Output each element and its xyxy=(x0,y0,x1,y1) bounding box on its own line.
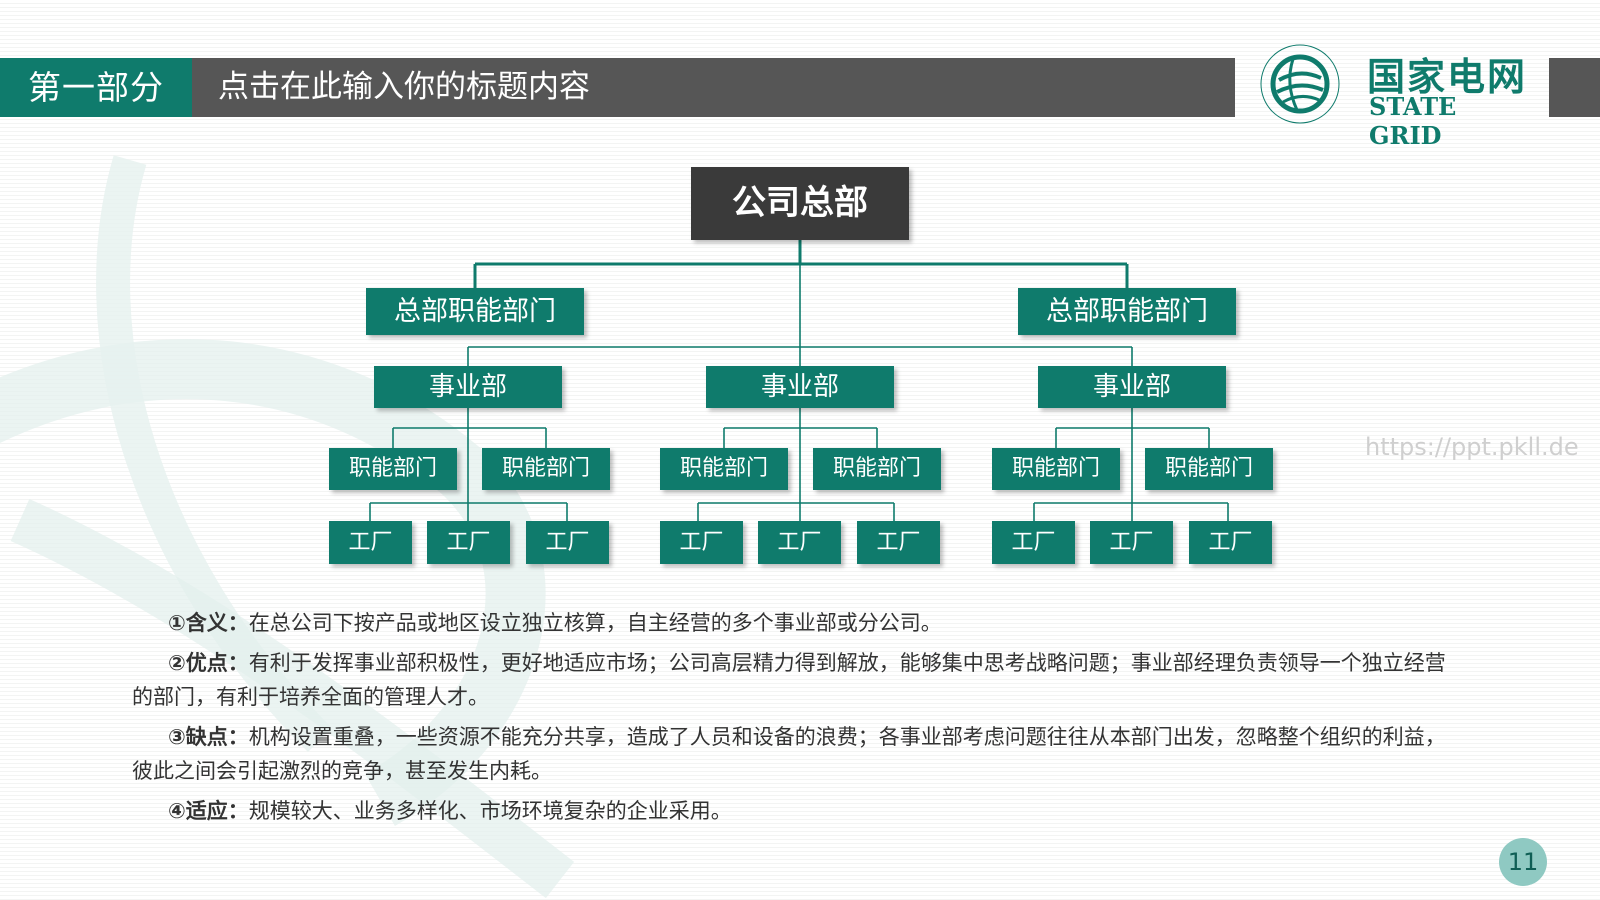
point-disadvantages: ③缺点：机构设置重叠，一些资源不能充分共享，造成了人员和设备的浪费；各事业部考虑… xyxy=(132,720,1462,788)
org-box-division[interactable]: 事业部 xyxy=(374,366,562,408)
org-box-function[interactable]: 职能部门 xyxy=(813,448,941,490)
org-box-factory[interactable]: 工厂 xyxy=(992,521,1075,564)
org-box-function[interactable]: 职能部门 xyxy=(1145,448,1273,490)
org-box-factory[interactable]: 工厂 xyxy=(758,521,841,564)
org-box-function[interactable]: 职能部门 xyxy=(329,448,457,490)
point-meaning: ①含义：在总公司下按产品或地区设立独立核算，自主经营的多个事业部或分公司。 xyxy=(132,606,1462,640)
point-applicability: ④适应：规模较大、业务多样化、市场环境复杂的企业采用。 xyxy=(132,794,1462,828)
org-box-hq-function[interactable]: 总部职能部门 xyxy=(366,288,584,335)
point-key: ①含义： xyxy=(168,611,249,635)
org-box-function[interactable]: 职能部门 xyxy=(992,448,1120,490)
org-box-factory[interactable]: 工厂 xyxy=(427,521,510,564)
point-key: ④适应： xyxy=(168,799,249,823)
globe-icon xyxy=(1260,44,1340,124)
org-box-factory[interactable]: 工厂 xyxy=(329,521,412,564)
header-tail xyxy=(1549,58,1600,117)
org-box-factory[interactable]: 工厂 xyxy=(1090,521,1173,564)
page-title[interactable]: 点击在此输入你的标题内容 xyxy=(192,58,1235,117)
org-box-factory[interactable]: 工厂 xyxy=(1189,521,1272,564)
point-key: ②优点： xyxy=(168,651,249,675)
point-text: 规模较大、业务多样化、市场环境复杂的企业采用。 xyxy=(248,799,732,823)
org-box-factory[interactable]: 工厂 xyxy=(857,521,940,564)
org-box-division[interactable]: 事业部 xyxy=(1038,366,1226,408)
watermark-url: https://ppt.pkll.de xyxy=(1365,433,1579,461)
point-advantages: ②优点：有利于发挥事业部积极性，更好地适应市场；公司高层精力得到解放，能够集中思… xyxy=(132,646,1462,714)
state-grid-logo: 国家电网 STATE GRID xyxy=(1257,40,1537,150)
page-number-badge: 11 xyxy=(1499,838,1547,886)
section-label: 第一部分 xyxy=(0,58,192,117)
org-box-factory[interactable]: 工厂 xyxy=(526,521,609,564)
logo-text-en: STATE GRID xyxy=(1369,92,1457,150)
org-box-factory[interactable]: 工厂 xyxy=(660,521,743,564)
point-text: 有利于发挥事业部积极性，更好地适应市场；公司高层精力得到解放，能够集中思考战略问… xyxy=(132,651,1446,709)
point-text: 机构设置重叠，一些资源不能充分共享，造成了人员和设备的浪费；各事业部考虑问题往往… xyxy=(132,725,1446,783)
org-box-division[interactable]: 事业部 xyxy=(706,366,894,408)
org-box-function[interactable]: 职能部门 xyxy=(482,448,610,490)
point-text: 在总公司下按产品或地区设立独立核算，自主经营的多个事业部或分公司。 xyxy=(248,611,942,635)
description-block: ①含义：在总公司下按产品或地区设立独立核算，自主经营的多个事业部或分公司。 ②优… xyxy=(132,606,1462,834)
logo-text-cn: 国家电网 xyxy=(1367,55,1528,99)
org-box-hq[interactable]: 公司总部 xyxy=(691,167,909,240)
org-box-function[interactable]: 职能部门 xyxy=(660,448,788,490)
point-key: ③缺点： xyxy=(168,725,249,749)
org-box-hq-function[interactable]: 总部职能部门 xyxy=(1018,288,1236,335)
